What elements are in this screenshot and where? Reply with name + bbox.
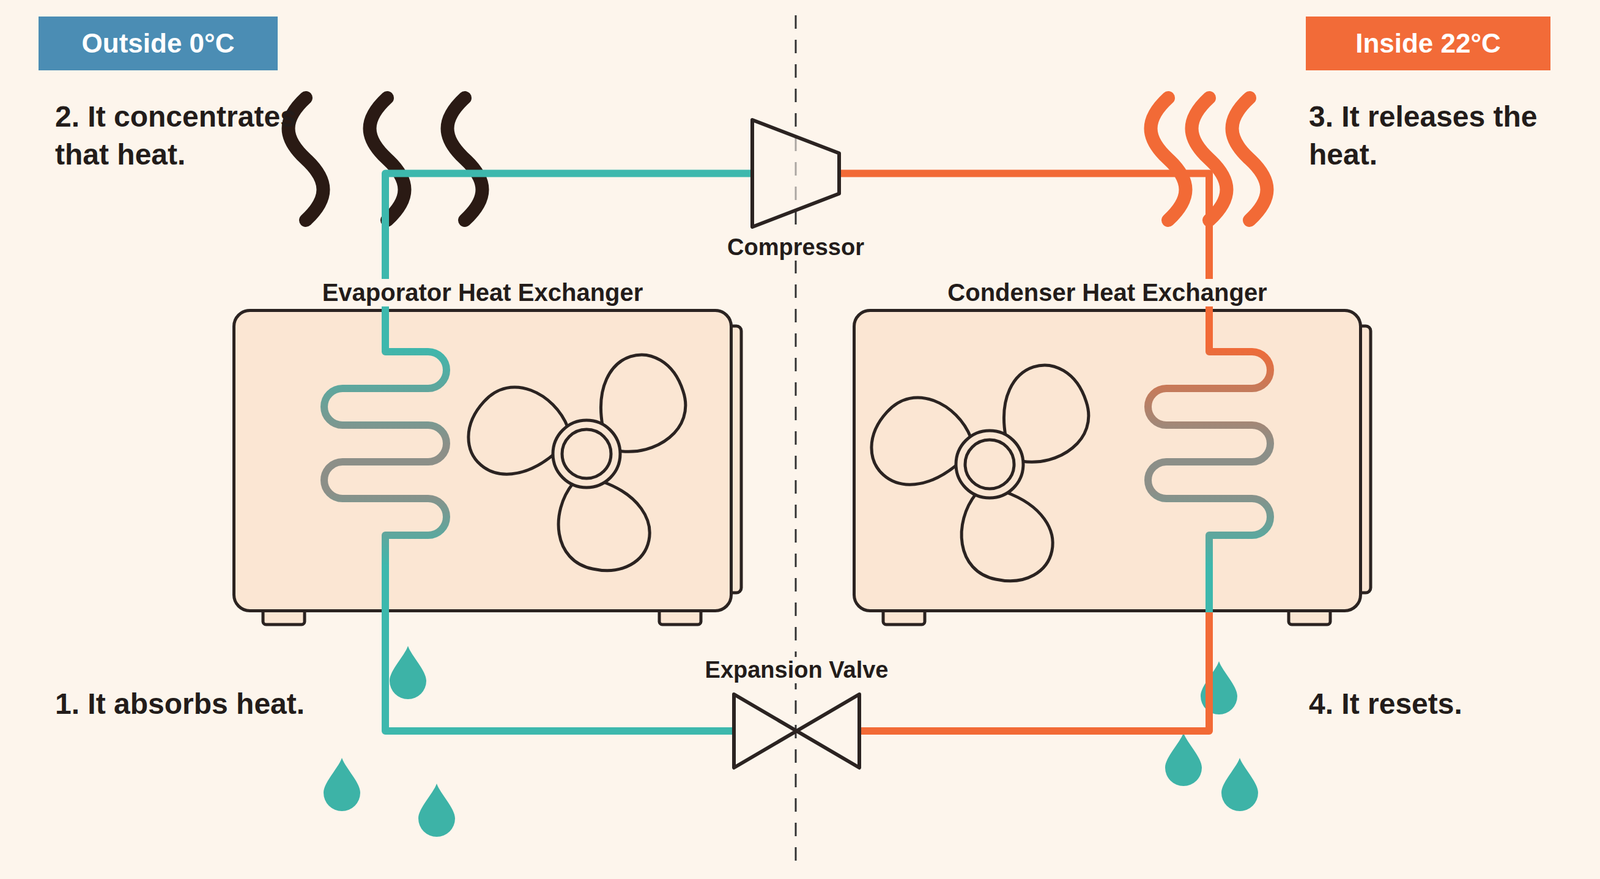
badge-text: Inside 22°C bbox=[1321, 26, 1535, 61]
step-note: 2. It concentrates that heat. bbox=[55, 97, 312, 174]
refrigerant-pipe bbox=[859, 612, 1210, 731]
housing bbox=[234, 310, 732, 612]
water-drop bbox=[1165, 732, 1202, 786]
badge-text: Outside 0°C bbox=[54, 26, 262, 61]
water-drop bbox=[1221, 757, 1259, 812]
coil bbox=[324, 308, 447, 613]
valve-symbol bbox=[731, 691, 862, 771]
temperature-badge: Inside 22°C bbox=[1305, 16, 1551, 71]
water-drop bbox=[323, 757, 361, 812]
expansion-valve: Expansion Valve bbox=[731, 691, 862, 771]
step-note: 4. It resets. bbox=[1308, 685, 1566, 723]
fan bbox=[453, 340, 702, 571]
fan-blade bbox=[558, 481, 650, 571]
fan bbox=[856, 351, 1105, 581]
compressor: Compressor bbox=[749, 117, 842, 230]
part-name: Expansion Valve bbox=[701, 656, 893, 684]
evaporator-unit: Evaporator Heat Exchanger bbox=[232, 308, 733, 613]
fan-hub bbox=[562, 429, 612, 479]
refrigerant-pipe bbox=[385, 612, 734, 731]
coil bbox=[1148, 308, 1271, 613]
unit-housing bbox=[852, 308, 1381, 631]
compressor-symbol bbox=[749, 117, 842, 230]
condenser-unit: Condenser Heat Exchanger bbox=[852, 308, 1363, 613]
fan-blade bbox=[961, 491, 1053, 582]
temperature-badge: Outside 0°C bbox=[38, 16, 278, 71]
water-drop bbox=[389, 645, 427, 700]
housing bbox=[854, 310, 1361, 612]
part-name: Compressor bbox=[723, 234, 868, 261]
unit-housing bbox=[232, 308, 752, 631]
water-drop bbox=[418, 783, 456, 837]
fan-hub bbox=[965, 439, 1015, 489]
water-drops bbox=[323, 645, 1259, 837]
fan-hub bbox=[955, 430, 1024, 498]
fan-hub bbox=[552, 420, 621, 488]
part-name: Condenser Heat Exchanger bbox=[943, 278, 1271, 307]
step-note: 3. It releases the heat. bbox=[1308, 97, 1566, 174]
step-note: 1. It absorbs heat. bbox=[55, 685, 312, 723]
part-name: Evaporator Heat Exchanger bbox=[318, 278, 648, 307]
